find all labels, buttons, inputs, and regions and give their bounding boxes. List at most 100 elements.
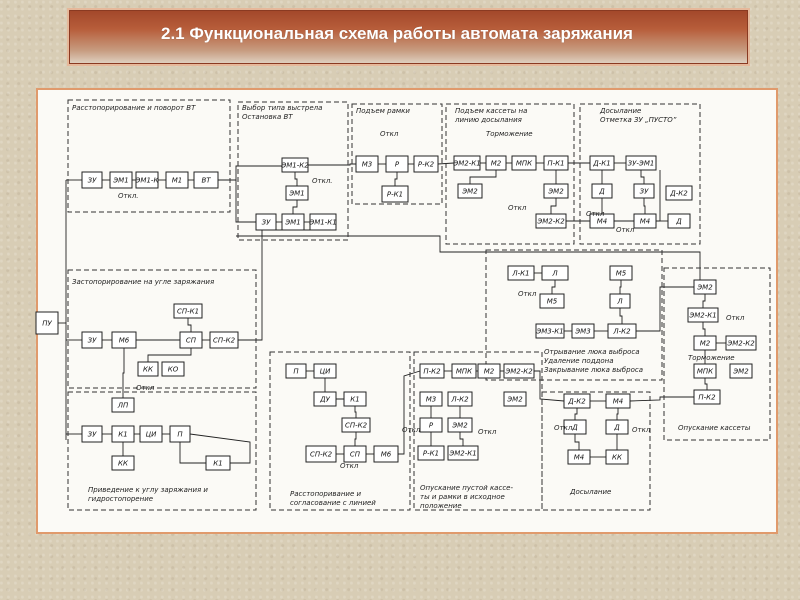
- wire: [574, 408, 578, 420]
- block-b63: К1: [343, 391, 367, 407]
- block-label: М3: [426, 396, 437, 404]
- block-b70: М2: [477, 363, 501, 379]
- connection-lines: [58, 162, 726, 464]
- block-b12: М3: [355, 155, 379, 173]
- wire: [640, 170, 645, 184]
- note-n7: Откл: [518, 290, 537, 298]
- block-b56: ЭМ2-К2: [725, 335, 757, 351]
- block-b22: ЭМ2-К2: [535, 213, 567, 229]
- block-label: МПК: [456, 368, 473, 376]
- block-b80: М4: [605, 393, 631, 409]
- group-g6: Застопорирование на угле заряжания: [67, 269, 257, 389]
- wire: [147, 348, 192, 362]
- block-b15: Р-К1: [381, 185, 409, 203]
- wire: [551, 280, 556, 294]
- block-b25: Д: [591, 183, 613, 199]
- block-b71: ЭМ2-К2: [503, 363, 535, 379]
- block-label: М1: [172, 177, 183, 185]
- block-b53: ЭМ2: [693, 279, 717, 295]
- note-n6: Откл: [616, 226, 635, 234]
- group-label: Отрывание люка выброса: [544, 348, 640, 356]
- block-b68: П-К2: [419, 363, 445, 379]
- block-label: ЦИ: [146, 431, 157, 439]
- block-label: М6: [119, 337, 130, 345]
- group-label: Расстопорирование и поворот ВТ: [72, 104, 196, 112]
- wire: [238, 229, 310, 341]
- wire: [702, 322, 706, 336]
- block-b81: Д: [563, 419, 587, 435]
- note-n5: Откл: [508, 204, 527, 212]
- block-label: М4: [640, 218, 651, 226]
- wire: [236, 235, 701, 280]
- block-b18: МПК: [511, 155, 537, 171]
- block-label: Р: [395, 161, 400, 169]
- note-n8: Откл: [726, 314, 745, 322]
- block-label: ДУ: [319, 396, 330, 404]
- block-b77: Р-К1: [417, 445, 445, 461]
- block-label: КК: [612, 454, 623, 462]
- block-b29: М4: [633, 213, 657, 229]
- block-b23: Д-К1: [589, 155, 615, 171]
- block-label: ЭМ2: [547, 188, 564, 196]
- block-label: ЭМ2-К1: [448, 450, 476, 458]
- block-label: ЭМ1-К1: [308, 219, 336, 227]
- block-b31: ЗУ: [81, 331, 103, 349]
- block-label: ЭМ1: [112, 177, 128, 185]
- block-b84: КК: [605, 449, 629, 465]
- block-b9: ЗУ: [255, 213, 277, 231]
- block-b78: ЭМ2-К1: [447, 445, 479, 461]
- block-label: П-К1: [547, 160, 564, 168]
- note-n13: Откл: [632, 426, 651, 434]
- block-label: МПК: [697, 368, 714, 376]
- group-label: Удаление поддона: [544, 357, 614, 365]
- block-b7: ЭМ1-К2: [280, 157, 309, 173]
- wire: [398, 370, 421, 455]
- block-b69: МПК: [451, 363, 477, 379]
- block-b73: Л-К2: [447, 391, 473, 407]
- block-b76: ЭМ2: [447, 417, 473, 433]
- note-n3: Откл: [380, 130, 399, 138]
- group-label: Подъем рамки: [356, 107, 410, 115]
- block-b30: Д: [667, 213, 691, 229]
- block-b26: ЗУ: [633, 183, 655, 199]
- block-label: Д: [675, 218, 682, 226]
- wire: [469, 170, 497, 184]
- block-label: ВТ: [201, 177, 211, 185]
- block-label: КО: [168, 366, 179, 374]
- block-label: ЭМ2: [696, 284, 713, 292]
- block-label: Л-К1: [511, 270, 529, 278]
- wire: [534, 370, 565, 402]
- block-b62: ДУ: [313, 391, 337, 407]
- wire: [394, 172, 398, 186]
- block-b82: Д: [605, 419, 629, 435]
- group-g1: Расстопорирование и поворот ВТ: [67, 99, 231, 213]
- block-label: Р-К2: [418, 161, 435, 169]
- block-b64: СП-К2: [341, 417, 371, 433]
- block-label: П-К2: [698, 394, 716, 402]
- group-label: Закрывание люка выброса: [544, 366, 643, 374]
- block-b66: СП: [343, 445, 367, 463]
- block-label: М5: [547, 298, 558, 306]
- wire: [616, 408, 619, 420]
- block-label: Л: [551, 270, 558, 278]
- block-label: ЭМ1-К: [135, 177, 160, 185]
- block-label: ЗУ-ЭМ1: [628, 160, 655, 168]
- block-label: Д-К1: [592, 160, 610, 168]
- block-label: ЭМ2: [506, 396, 523, 404]
- block-label: М2: [491, 160, 502, 168]
- wire: [308, 163, 356, 166]
- block-b4: ЭМ1-К: [135, 171, 160, 189]
- wire: [550, 198, 557, 214]
- block-label: Д-К2: [669, 190, 688, 198]
- block-label: СП-К1: [177, 308, 199, 316]
- block-label: Р-К1: [423, 450, 439, 458]
- block-label: СП-К2: [345, 422, 368, 430]
- wire: [218, 165, 282, 181]
- wire: [619, 308, 623, 324]
- block-b36: КК: [137, 361, 159, 377]
- note-n15: Откл: [402, 426, 421, 434]
- group-g11: Досылание: [541, 391, 651, 511]
